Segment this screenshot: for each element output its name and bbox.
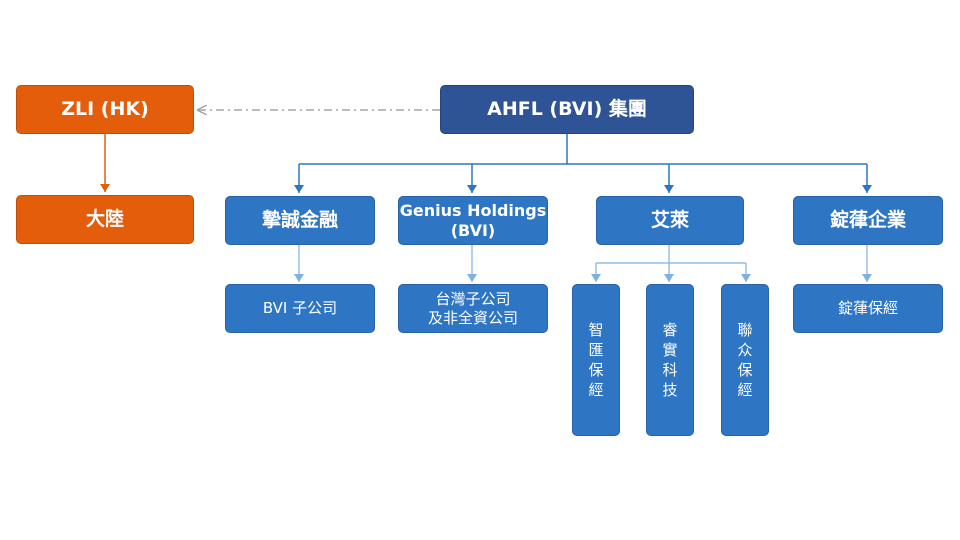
node-dinglu-baojing: 錠葎保經: [793, 284, 943, 333]
node-zhihui-char: 匯: [588, 341, 604, 359]
node-ruishi-char: 實: [662, 341, 678, 359]
node-zhicheng: 摯誠金融: [225, 196, 375, 245]
node-zhihui: 智 匯 保 經: [572, 284, 620, 436]
node-genius: Genius Holdings (BVI): [398, 196, 548, 245]
node-ahfl-label: AHFL (BVI) 集團: [487, 97, 647, 120]
node-bvi-sub-label: BVI 子公司: [262, 299, 338, 318]
node-dinglu: 錠葎企業: [793, 196, 943, 245]
node-lianzhong-char: 保: [737, 361, 753, 379]
node-ruishi: 睿 實 科 技: [646, 284, 694, 436]
node-zhicheng-label: 摯誠金融: [261, 208, 338, 231]
node-dalu: 大陸: [16, 195, 194, 244]
node-zhihui-char: 保: [588, 361, 604, 379]
node-ruishi-char: 科: [662, 361, 678, 379]
node-ruishi-char: 技: [662, 381, 678, 399]
node-dinglu-label: 錠葎企業: [829, 208, 906, 231]
node-ahfl: AHFL (BVI) 集團: [440, 85, 694, 134]
node-dinglu-baojing-label: 錠葎保經: [837, 299, 898, 318]
node-zli-hk-label: ZLI (HK): [61, 97, 149, 120]
node-zhihui-char: 經: [588, 381, 604, 399]
node-genius-line2: (BVI): [450, 220, 496, 240]
node-zli-hk: ZLI (HK): [16, 85, 194, 134]
node-genius-line1: Genius Holdings: [399, 200, 547, 220]
node-ailai: 艾萊: [596, 196, 744, 245]
node-taiwan-line1: 台灣子公司: [435, 289, 511, 308]
node-bvi-sub: BVI 子公司: [225, 284, 375, 333]
node-ailai-label: 艾萊: [650, 208, 689, 231]
node-taiwan: 台灣子公司 及非全資公司: [398, 284, 548, 333]
node-ruishi-char: 睿: [662, 321, 678, 339]
node-lianzhong-char: 众: [737, 341, 753, 359]
node-taiwan-line2: 及非全資公司: [427, 308, 518, 327]
node-lianzhong-char: 經: [737, 381, 753, 399]
node-dalu-label: 大陸: [85, 207, 124, 230]
node-lianzhong-char: 聯: [737, 321, 753, 339]
node-zhihui-char: 智: [588, 321, 604, 339]
node-lianzhong: 聯 众 保 經: [721, 284, 769, 436]
